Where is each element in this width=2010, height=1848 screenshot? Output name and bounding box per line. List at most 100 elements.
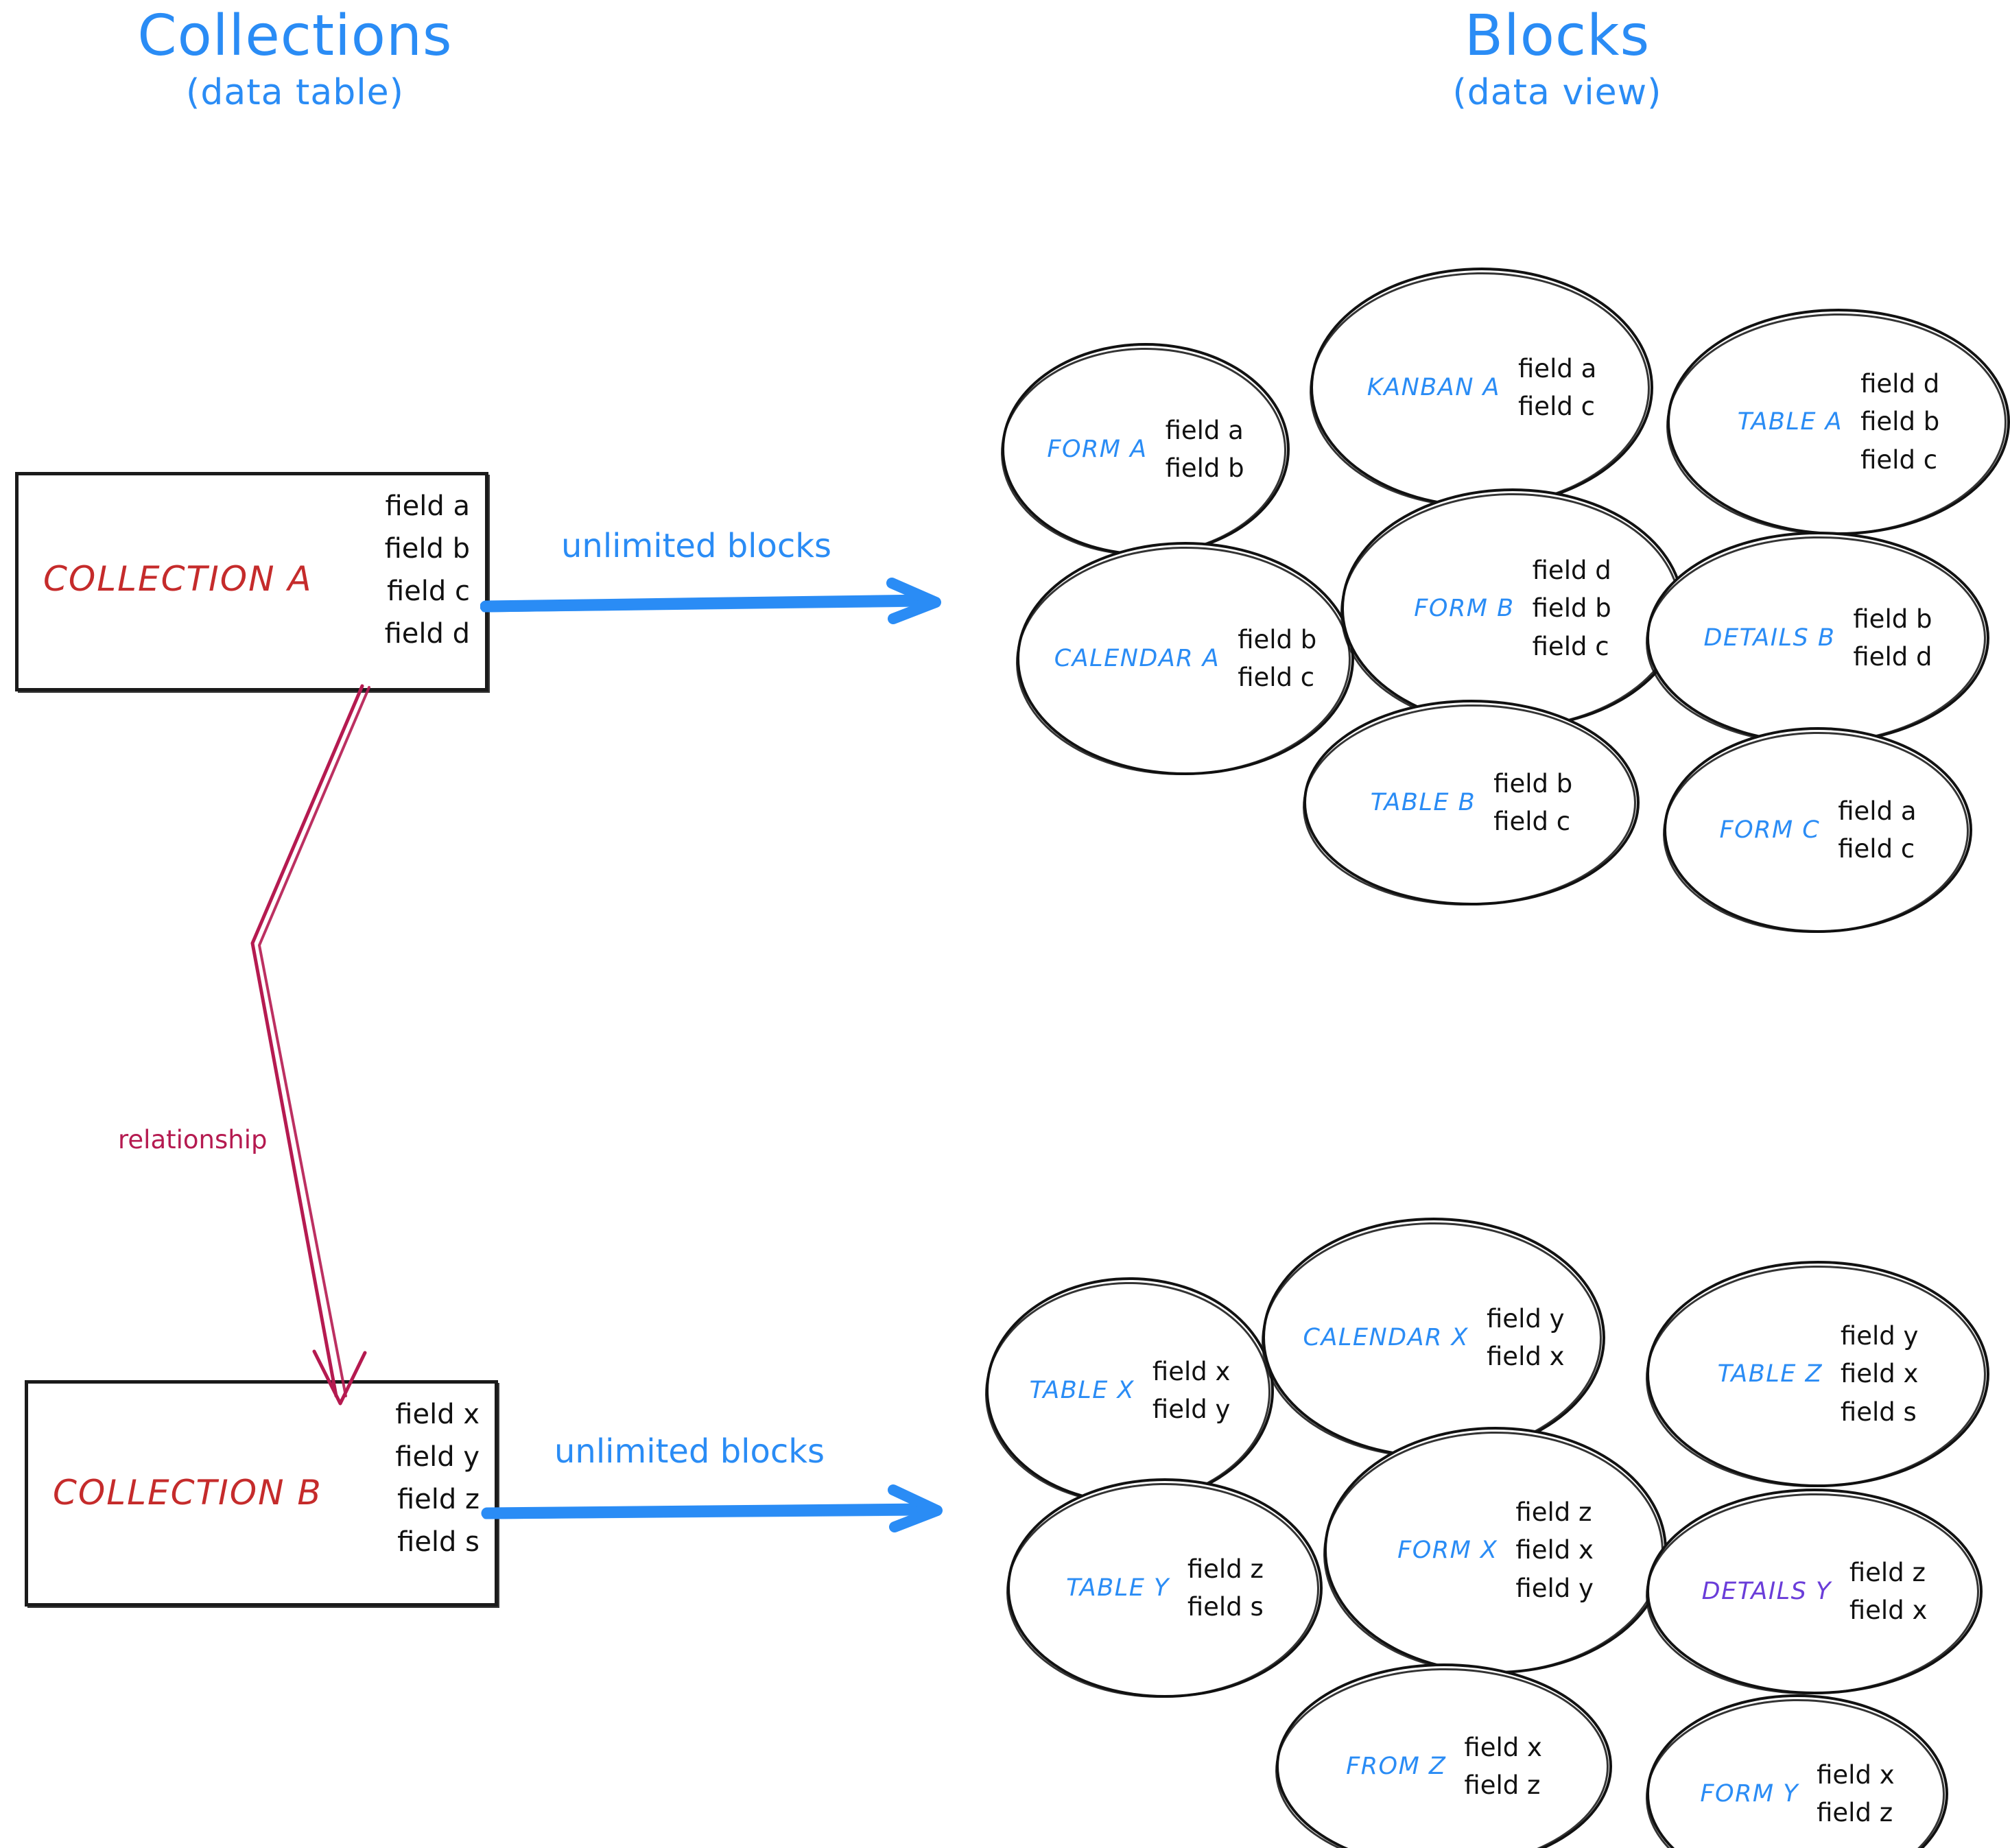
ellipse-outline (1646, 1694, 1948, 1848)
block-field-1: field c (1518, 392, 1595, 421)
blocks-title-sub: (data view) (1452, 72, 1662, 114)
block-field-1: field x (1515, 1535, 1594, 1565)
block-name: DETAILS Y (1701, 1578, 1832, 1605)
block-field-0: field a (1165, 415, 1244, 445)
block-name: FORM A (1047, 436, 1148, 463)
ellipse-outline (1646, 1489, 1983, 1694)
collection-b-box[interactable]: COLLECTION B field x field y field z fie… (25, 1380, 498, 1607)
block-field-0: field d (1532, 555, 1611, 585)
block-field-1: field y (1152, 1395, 1231, 1424)
ellipse-outline (1262, 1218, 1605, 1458)
block-field-2: field c (1532, 631, 1609, 661)
block-field-1: field z (1464, 1770, 1541, 1800)
block-field-0: field a (1518, 353, 1597, 383)
block-from-z[interactable]: FROM Z field x field z (1276, 1663, 1612, 1848)
block-fields: field z field s (1187, 1550, 1264, 1626)
block-field-0: field z (1849, 1557, 1926, 1587)
block-name: TABLE A (1737, 408, 1843, 436)
block-table-x[interactable]: TABLE X field x field y (986, 1277, 1274, 1504)
ellipse-outline (1310, 268, 1653, 508)
block-fields: field d field b field c (1533, 552, 1611, 666)
block-fields: field b field d (1853, 600, 1932, 676)
block-field-2: field s (1840, 1397, 1917, 1427)
collection-a-field-3: field d (384, 618, 470, 650)
block-form-x[interactable]: FORM X field z field x field y (1324, 1427, 1667, 1674)
blocks-title-main: Blocks (1464, 3, 1651, 69)
block-fields: field a field c (1838, 792, 1916, 868)
collection-b-field-1: field y (395, 1441, 480, 1473)
ellipse-outline (1007, 1478, 1323, 1698)
block-table-a[interactable]: TABLE A field d field b field c (1667, 309, 2010, 535)
block-fields: field x field y (1152, 1353, 1231, 1429)
block-field-0: field b (1853, 604, 1932, 634)
block-field-1: field d (1853, 642, 1932, 672)
block-field-1: field b (1860, 407, 1940, 437)
unlimited-blocks-label-top: unlimited blocks (561, 527, 832, 565)
block-field-0: field z (1515, 1497, 1592, 1527)
ellipse-outline (1667, 309, 2010, 535)
block-form-b[interactable]: FORM B field d field b field c (1341, 488, 1684, 728)
block-table-z[interactable]: TABLE Z field y field x field s (1646, 1261, 1989, 1487)
block-name: TABLE Y (1066, 1574, 1170, 1602)
collection-a-field-2: field c (386, 576, 470, 607)
collection-b-fields: field x field y field z field s (395, 1393, 480, 1563)
collections-title-sub: (data table) (186, 72, 404, 114)
block-fields: field b field c (1238, 621, 1316, 697)
ellipse-outline (1017, 542, 1354, 775)
block-field-1: field c (1838, 834, 1915, 864)
block-field-1: field x (1840, 1359, 1919, 1389)
block-form-a[interactable]: FORM A field a field b (1002, 343, 1290, 556)
block-table-y[interactable]: TABLE Y field z field s (1007, 1478, 1323, 1698)
block-form-c[interactable]: FORM C field a field c (1664, 727, 1972, 933)
collection-a-field-0: field a (385, 490, 470, 522)
arrow-right-icon (481, 1484, 943, 1532)
block-fields: field a field c (1518, 350, 1596, 426)
block-calendar-a[interactable]: CALENDAR A field b field c (1017, 542, 1354, 775)
block-field-0: field y (1840, 1320, 1919, 1351)
block-name: DETAILS B (1703, 624, 1836, 652)
block-field-0: field z (1187, 1554, 1264, 1584)
collection-b-name: COLLECTION B (53, 1473, 322, 1513)
block-fields: field z field x field y (1515, 1493, 1594, 1608)
block-table-b[interactable]: TABLE B field b field c (1303, 700, 1640, 905)
block-fields: field x field z (1464, 1729, 1542, 1805)
block-field-0: field a (1838, 796, 1917, 826)
block-details-y[interactable]: DETAILS Y field z field x (1646, 1489, 1983, 1694)
block-name: TABLE Z (1717, 1360, 1823, 1388)
block-name: FORM Y (1700, 1780, 1799, 1808)
block-field-2: field y (1515, 1573, 1594, 1603)
block-field-0: field b (1493, 768, 1573, 798)
block-field-2: field c (1860, 445, 1938, 475)
block-name: CALENDAR A (1054, 645, 1220, 672)
collections-title-main: Collections (137, 3, 453, 69)
block-field-0: field x (1152, 1356, 1231, 1386)
block-field-1: field x (1849, 1596, 1928, 1625)
unlimited-blocks-arrow-bottom: unlimited blocks (480, 1431, 960, 1554)
block-field-0: field x (1817, 1760, 1895, 1790)
block-name: FORM B (1414, 595, 1515, 622)
ellipse-outline (1303, 700, 1640, 905)
collection-b-field-0: field x (395, 1399, 480, 1430)
block-field-1: field b (1165, 453, 1244, 483)
block-name: FORM X (1397, 1537, 1498, 1564)
block-kanban-a[interactable]: KANBAN A field a field c (1310, 268, 1653, 508)
block-fields: field z field x (1849, 1554, 1928, 1630)
relationship-line-icon (250, 684, 370, 1406)
unlimited-blocks-arrow-top: unlimited blocks (480, 521, 960, 645)
collection-a-box[interactable]: COLLECTION A field a field b field c fie… (15, 472, 488, 691)
ellipse-outline (1276, 1663, 1612, 1848)
relationship-label: relationship (118, 1125, 268, 1154)
block-form-y[interactable]: FORM Y field x field z (1646, 1694, 1948, 1848)
block-name: KANBAN A (1367, 374, 1500, 401)
block-field-0: field y (1487, 1303, 1565, 1334)
block-name: FORM C (1719, 816, 1821, 844)
arrow-right-icon (480, 578, 941, 624)
collections-title: Collections (data table) (69, 3, 521, 119)
block-details-b[interactable]: DETAILS B field b field d (1646, 532, 1989, 744)
block-field-1: field b (1532, 593, 1611, 624)
block-field-1: field s (1187, 1592, 1264, 1622)
block-name: TABLE X (1029, 1377, 1135, 1404)
block-field-1: field c (1238, 663, 1315, 692)
block-calendar-x[interactable]: CALENDAR X field y field x (1262, 1218, 1605, 1458)
